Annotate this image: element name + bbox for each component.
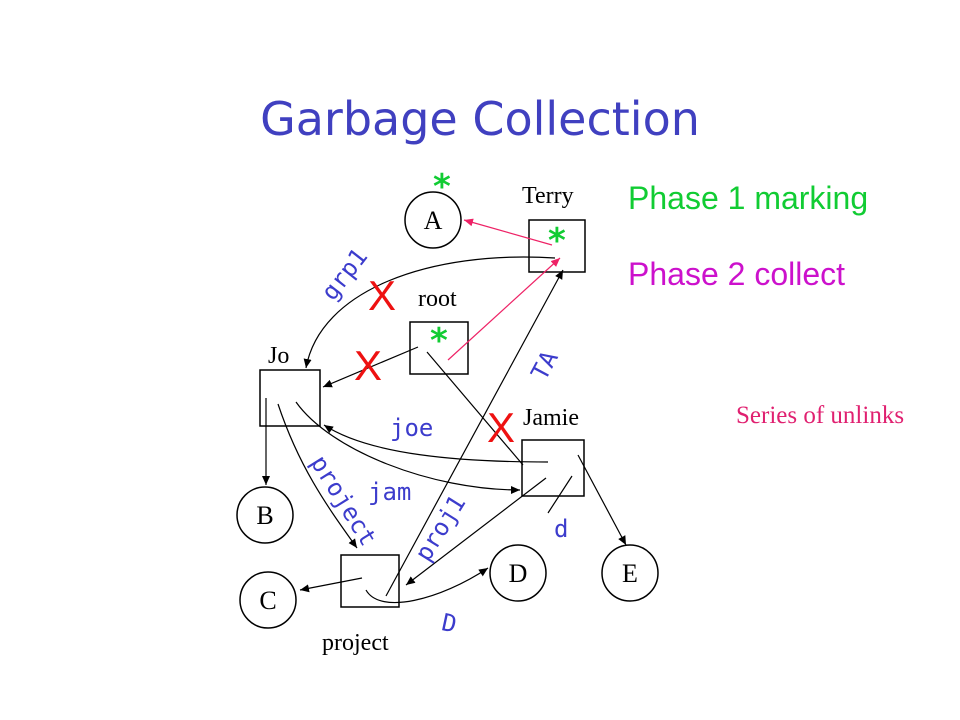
series-of-unlinks-note: Series of unlinks — [736, 402, 905, 429]
edge-project-to-c — [299, 577, 363, 593]
edge-label-d-lower: d — [554, 515, 568, 543]
jo-box — [259, 369, 321, 427]
edge-root-to-jamie — [426, 351, 524, 466]
mark-edge-terry-to-a — [463, 218, 553, 246]
edge-label-jam: jam — [368, 478, 411, 506]
jamie-box — [521, 439, 585, 497]
node-e-label: E — [622, 559, 638, 588]
edge-label-grp1: grp1 — [316, 243, 374, 306]
label-terry: Terry — [522, 183, 574, 209]
edge-label-joe: joe — [390, 414, 433, 442]
edge-root-to-jo — [322, 346, 419, 388]
legend-phase1-marking: Phase 1 marking — [628, 180, 869, 216]
project-box — [340, 554, 400, 608]
label-jamie: Jamie — [523, 405, 579, 431]
unlink-cross-root-jo: X — [354, 342, 382, 389]
edge-grp1 — [303, 256, 556, 369]
node-a-label: A — [424, 206, 443, 235]
label-jo: Jo — [268, 343, 289, 369]
node-d-label: D — [509, 559, 528, 588]
unlink-cross-grp1: X — [368, 272, 396, 319]
node-b-label: B — [256, 501, 273, 530]
edge-ta — [385, 269, 564, 597]
label-root: root — [418, 286, 457, 312]
node-e — [601, 544, 659, 602]
node-c-label: C — [259, 586, 276, 615]
edge-label-ta: TA — [526, 346, 565, 385]
edge-label-d-upper: D — [439, 608, 459, 638]
edge-label-proj1: proj1 — [409, 490, 471, 566]
edge-joe — [323, 424, 549, 463]
edge-jam — [295, 401, 521, 494]
mark-star-root: * — [430, 321, 448, 361]
mark-edge-root-to-terry — [447, 257, 561, 361]
edge-project — [277, 403, 358, 549]
mark-star-a: * — [433, 167, 451, 207]
edge-d-lower — [547, 475, 573, 514]
slide-title: Garbage Collection — [260, 92, 700, 146]
unlink-cross-root-jamie: X — [487, 404, 515, 451]
edge-d-upper — [365, 567, 489, 604]
label-project: project — [322, 630, 389, 656]
node-c — [239, 571, 297, 629]
legend-phase2-collect: Phase 2 collect — [628, 256, 846, 292]
node-a — [404, 191, 462, 249]
node-b — [236, 486, 294, 544]
node-d — [489, 544, 547, 602]
edge-jamie-to-e — [577, 454, 627, 546]
mark-star-terry: * — [548, 221, 566, 261]
edge-proj1 — [405, 477, 547, 586]
